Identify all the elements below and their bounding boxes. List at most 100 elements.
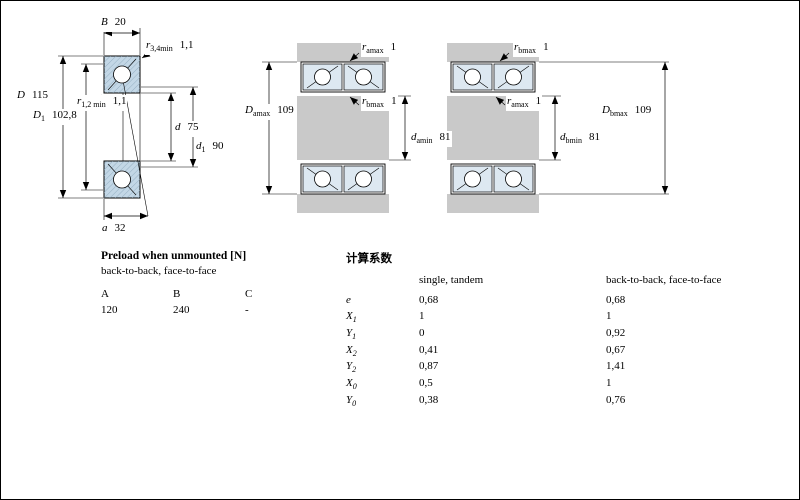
single-bearing-drawing [58, 28, 198, 220]
dim-subscript: 1 [40, 114, 45, 124]
dim-label-dbmin: dbmin 81 [559, 131, 601, 148]
dim-subscript: bmax [366, 100, 385, 110]
factor-symbol: e [346, 293, 351, 306]
dim-symbol: D [17, 89, 25, 101]
preload-table-grid: A B C 120 240 - [101, 288, 317, 316]
dim-value: 109 [634, 104, 652, 116]
factor-symbol: Y1 [346, 326, 357, 342]
dim-subscript: 1 [201, 145, 206, 155]
dim-label-Dbmax: Dbmax 109 [601, 104, 653, 121]
factor-symbol: Y2 [346, 360, 357, 375]
leader-rbmax [349, 96, 360, 106]
dim-value: 81 [439, 131, 451, 143]
dim-subscript: 3,4min [150, 44, 173, 54]
factors-table-title: 计算系数 [346, 253, 392, 265]
dim-label-a: a 32 [101, 222, 127, 239]
dim-symbol: D [602, 104, 610, 116]
dim-value: 1 [543, 41, 549, 53]
dim-value: 90 [212, 140, 224, 152]
dim-symbol: d [560, 131, 566, 143]
dim-subscript: bmin [565, 136, 582, 146]
dim-value: 81 [588, 131, 600, 143]
dim-subscript: amax [252, 109, 271, 119]
dim-subscript: amax [511, 100, 529, 110]
dim-symbol: a [102, 222, 108, 234]
factor-value-b2b-f2f: 1 [606, 376, 612, 389]
factors-column-header-single-tandem: single, tandem [419, 274, 484, 286]
housing-block [297, 194, 389, 213]
dim-symbol: D [33, 109, 41, 121]
factors-column-header-b2b-f2f: back-to-back, face-to-face [606, 274, 722, 286]
preload-value: 120 [101, 304, 118, 316]
factor-value-b2b-f2f: 0,76 [606, 393, 626, 406]
dim-symbol: B [101, 16, 108, 28]
dim-symbol: r [146, 39, 151, 51]
dim-label-rbmax: rbmax 1 [361, 95, 398, 112]
dim-value: 1 [535, 95, 542, 107]
factor-value-b2b-f2f: 1,41 [606, 360, 626, 373]
dim-label-B: B 20 [100, 16, 127, 33]
leader-ramax [495, 96, 506, 106]
dim-label-r34: r3,4min 1,1 [145, 39, 195, 56]
preload-table-subtitle: back-to-back, face-to-face [101, 265, 217, 277]
dim-symbol: r [362, 41, 367, 53]
factor-value-single-tandem: 0 [419, 326, 425, 339]
dim-symbol: d [175, 121, 181, 133]
ball-upper [113, 65, 131, 84]
dim-value: 32 [114, 222, 126, 234]
dim-label-damin: damin 81 [410, 131, 452, 148]
factors-table-grid: single, tandem back-to-back, face-to-fac… [346, 274, 799, 408]
preload-column-header: A [101, 288, 109, 300]
factor-value-single-tandem: 0,87 [419, 360, 439, 373]
dim-symbol: r [507, 95, 512, 107]
dim-value: 1,1 [179, 39, 194, 51]
dim-symbol: d [196, 140, 202, 152]
factor-value-single-tandem: 1 [419, 310, 425, 323]
dim-symbol: r [362, 95, 367, 107]
factor-value-b2b-f2f: 0,67 [606, 343, 626, 356]
preload-value: - [245, 304, 249, 316]
dim-subscript: bmax [609, 109, 628, 119]
factor-value-single-tandem: 0,68 [419, 293, 439, 306]
factor-value-b2b-f2f: 1 [606, 310, 612, 323]
dim-subscript: amax [366, 46, 384, 56]
ball-lower [113, 170, 131, 189]
dim-label-ramax-right: ramax 1 [506, 95, 543, 112]
factor-value-b2b-f2f: 0,68 [606, 293, 626, 306]
dim-subscript: bmax [518, 46, 537, 56]
dim-value: 1 [391, 95, 397, 107]
dim-symbol: d [411, 131, 417, 143]
dim-subscript: 1,2 min [81, 100, 106, 110]
leader-ramax [349, 52, 360, 62]
factor-symbol: X1 [346, 310, 357, 325]
dim-value: 1 [390, 41, 397, 53]
dim-value: 20 [114, 16, 126, 28]
dim-value: 109 [277, 104, 294, 116]
preload-table: Preload when unmounted [N] back-to-back,… [101, 250, 317, 316]
dim-label-ramax: ramax 1 [361, 41, 398, 58]
factors-header-spacer [346, 274, 419, 291]
housing-block [447, 194, 539, 213]
factor-value-single-tandem: 0,41 [419, 343, 439, 356]
preload-table-title: Preload when unmounted [N] [101, 250, 247, 262]
dim-label-D1: D1 102,8 [32, 109, 78, 126]
dim-value: 102,8 [51, 109, 77, 121]
factor-value-single-tandem: 0,5 [419, 376, 433, 389]
factor-symbol: X2 [346, 343, 357, 358]
factor-value-single-tandem: 0,38 [419, 393, 439, 406]
dim-subscript: amin [416, 136, 433, 146]
factor-symbol: Y0 [346, 393, 357, 408]
factor-symbol: X0 [346, 376, 357, 392]
factor-value-b2b-f2f: 0,92 [606, 326, 626, 339]
preload-value: 240 [173, 304, 190, 316]
preload-column-header: B [173, 288, 181, 300]
back-to-back-arrangement [262, 43, 411, 213]
face-to-face-arrangement [447, 43, 669, 213]
